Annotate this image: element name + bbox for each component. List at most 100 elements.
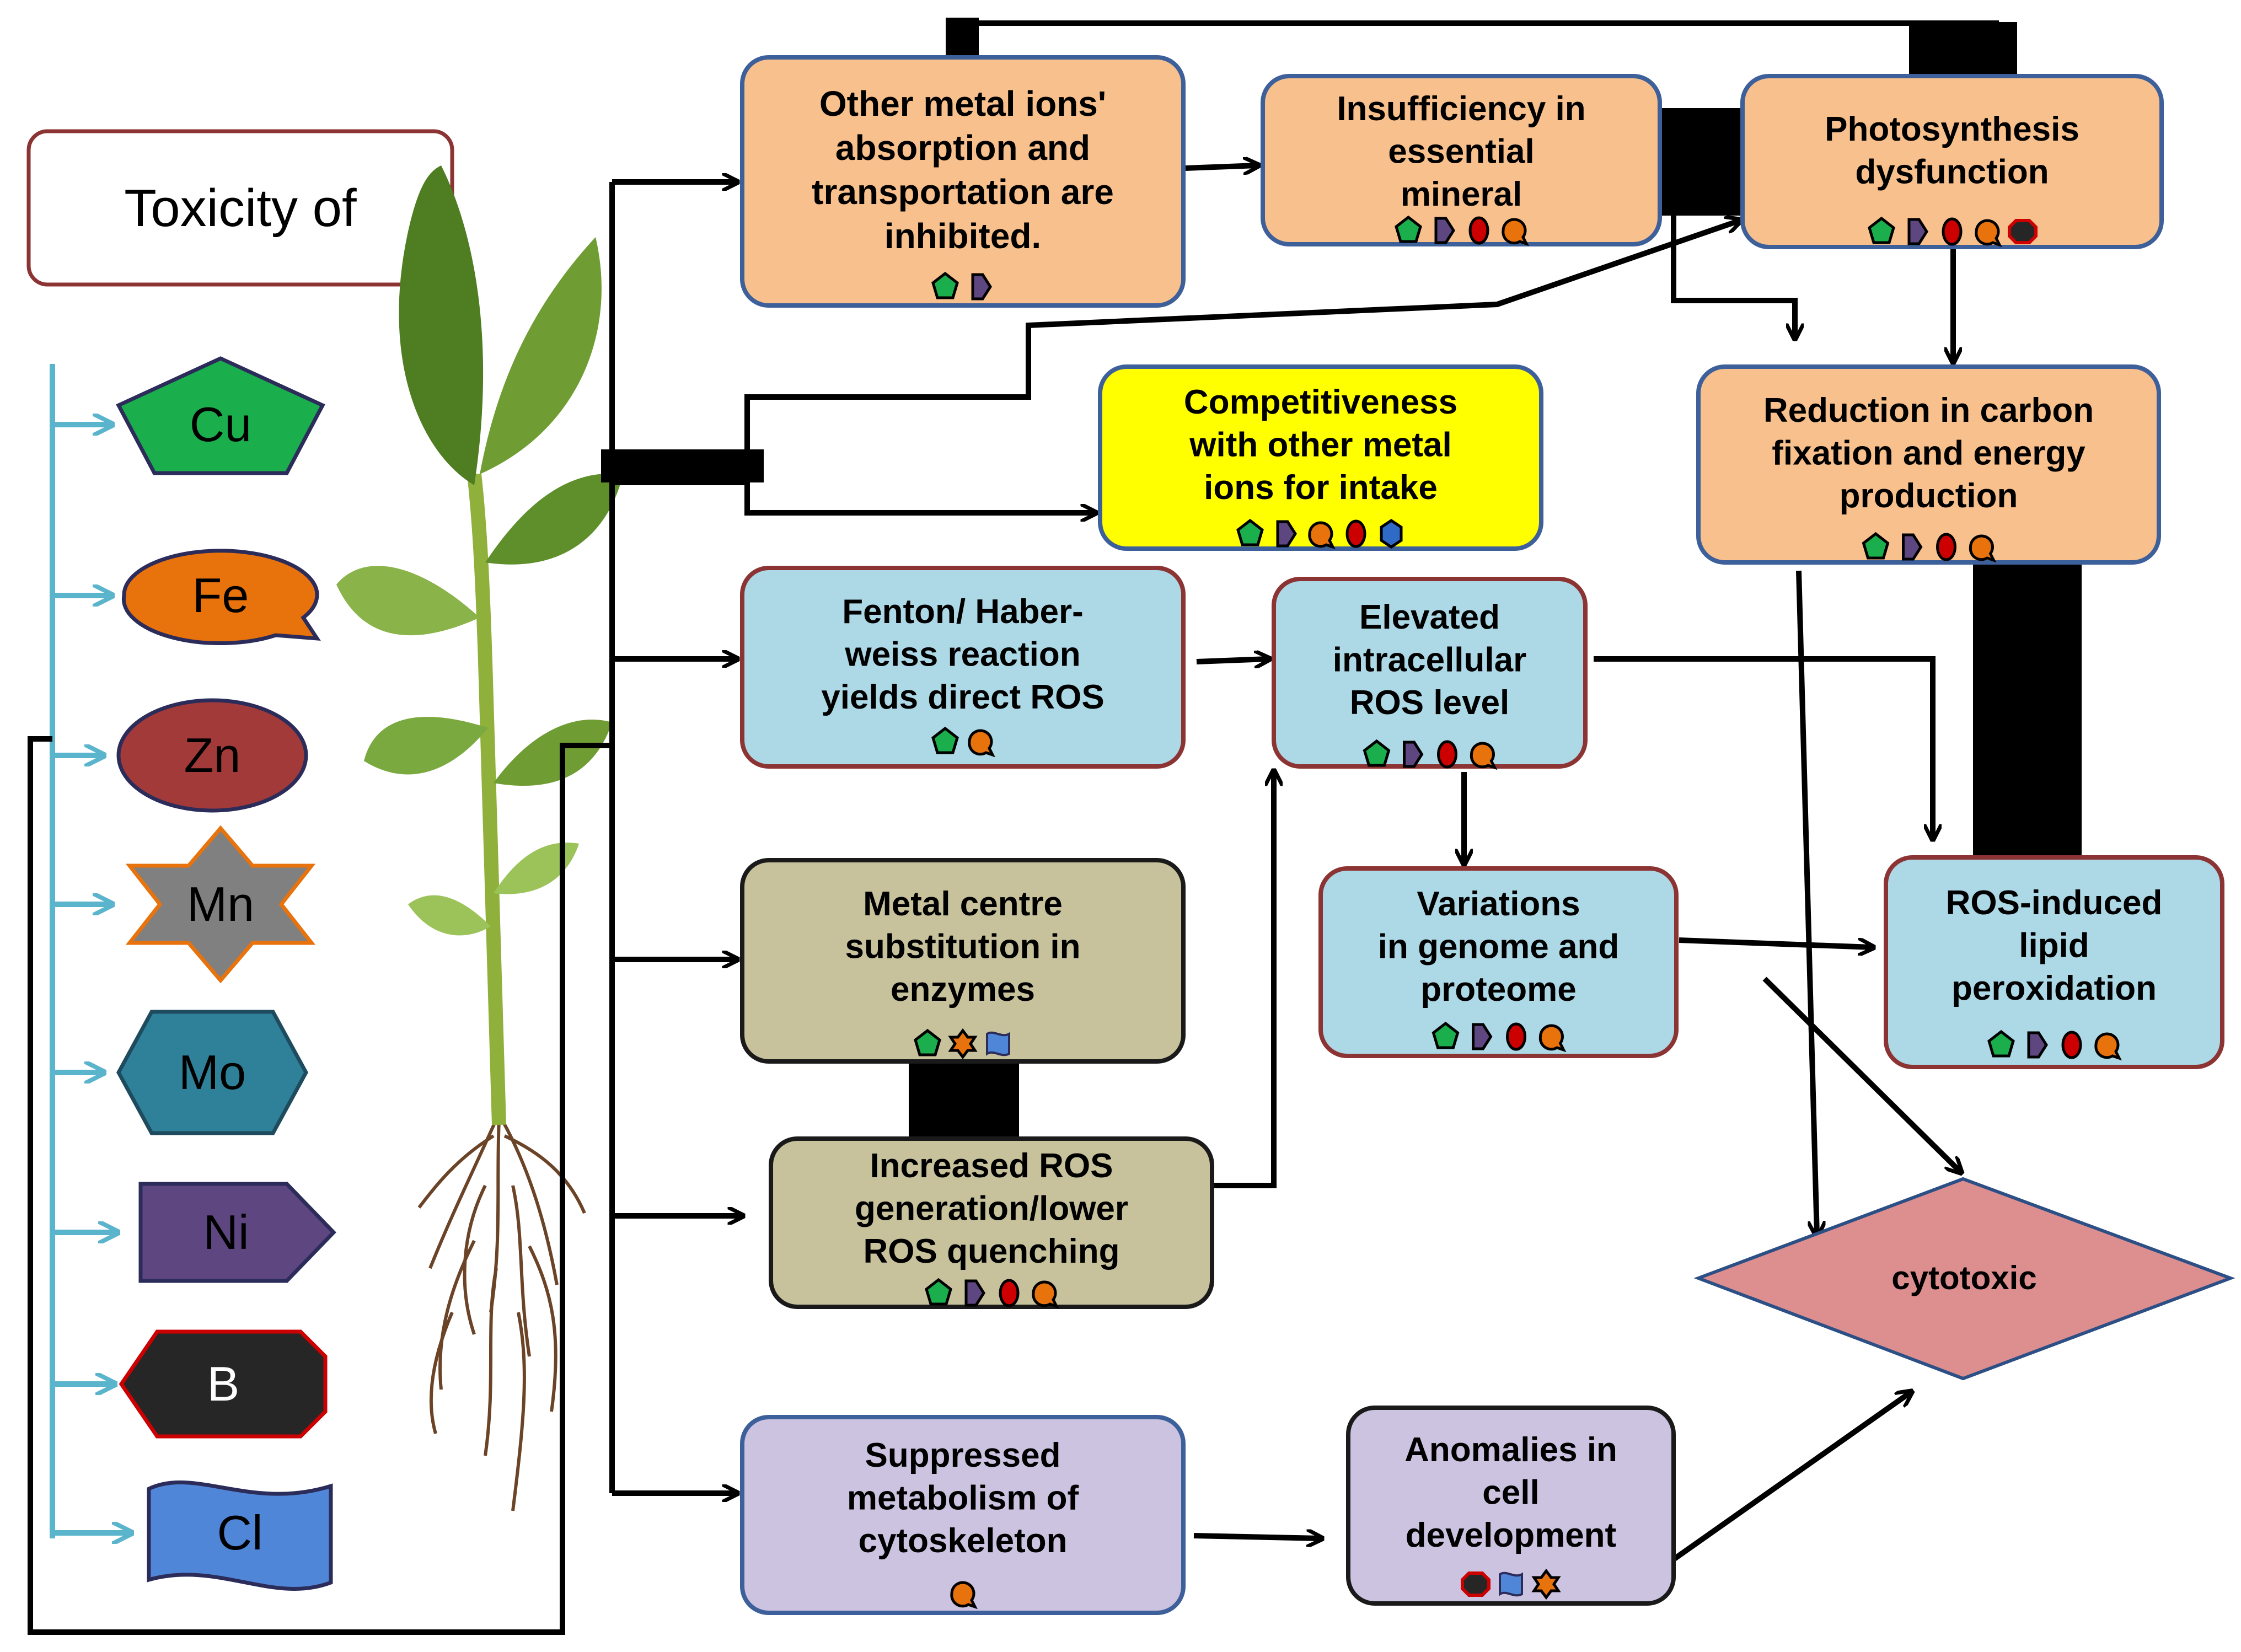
ni-badge-icon — [1472, 1023, 1493, 1050]
fe-badge-icon — [1308, 521, 1336, 550]
cu-badge-icon — [925, 1278, 952, 1306]
fe-badge-icon — [1538, 1024, 1567, 1053]
box-text-line: cytoskeleton — [858, 1522, 1067, 1560]
leaf-shape — [494, 719, 612, 786]
cu-badge-icon — [1432, 1021, 1460, 1049]
box-text-line: Anomalies in — [1404, 1431, 1617, 1469]
cu-badge-icon — [1363, 739, 1391, 767]
zn-badge-icon — [1345, 519, 1366, 548]
cu-badge-icon — [1862, 532, 1890, 560]
outcome-label: cytotoxic — [1891, 1259, 2036, 1296]
flow-arrow — [744, 221, 1740, 482]
box-text-line: yields direct ROS — [821, 678, 1104, 716]
ni-badge-icon — [1276, 520, 1297, 548]
mn-badge-icon — [1531, 1568, 1561, 1600]
box-text-line: ROS level — [1350, 684, 1509, 722]
zn-badge-icon — [1942, 217, 1963, 246]
box-text-line: production — [1840, 477, 2018, 515]
zn-badge-icon — [1468, 216, 1489, 245]
box-text-line: inhibited. — [884, 216, 1041, 256]
zn-badge-icon — [999, 1279, 1020, 1307]
b-badge-icon — [2008, 219, 2038, 244]
flow-arrow — [1679, 937, 1872, 947]
pentagon-arrow-icon — [138, 1182, 336, 1283]
box-text-line: in genome and — [1378, 928, 1619, 966]
box-text-line: absorption and — [835, 128, 1090, 168]
flow-arrow — [1672, 1392, 1911, 1562]
element-symbol-label: Mo — [179, 1045, 246, 1099]
element-symbol-label: Zn — [184, 728, 241, 782]
box-text-line: generation/lower — [855, 1190, 1128, 1228]
box-text-line: proteome — [1420, 970, 1576, 1009]
ni-badge-icon — [1902, 533, 1923, 561]
box-text-line: ions for intake — [1204, 469, 1438, 507]
box-background — [740, 566, 1186, 769]
ni-badge-icon — [1403, 741, 1424, 768]
box-background — [1272, 577, 1588, 769]
box-background — [1318, 866, 1679, 1058]
ni-badge-icon — [964, 1279, 985, 1307]
b-badge-icon — [1461, 1571, 1491, 1597]
box-text-line: substitution in — [845, 928, 1080, 966]
flow-arrow — [1196, 659, 1268, 662]
anomalies-box: Anomalies in cell development — [1346, 1406, 1676, 1606]
fe-badge-icon — [1502, 218, 1529, 246]
mn-badge-icon — [948, 1028, 978, 1060]
toxicity-title-label: Toxicity of — [124, 179, 357, 238]
leaf-shape — [399, 165, 484, 485]
box-text-line: Variations — [1417, 885, 1580, 923]
outcome-diamond — [1693, 1177, 2235, 1381]
cytotoxic-outcome: cytotoxic — [1693, 1177, 2235, 1381]
box-text-line: peroxidation — [1952, 969, 2157, 1007]
fe-badge-icon — [1470, 742, 1498, 770]
box-text-line: Suppressed — [865, 1436, 1061, 1474]
ellipse-icon — [116, 698, 308, 813]
box-text-line: weiss reaction — [844, 636, 1080, 674]
box-background — [1740, 74, 2164, 249]
box-text-line: Metal centre — [863, 885, 1063, 923]
box-text-line: development — [1406, 1516, 1616, 1554]
box-text-line: mineral — [1401, 175, 1522, 213]
zn-badge-icon — [1437, 740, 1457, 769]
box-text-line: intracellular — [1333, 641, 1526, 679]
ni-badge-icon — [2027, 1031, 2048, 1059]
leaf-shape — [364, 717, 488, 775]
zn-badge-icon — [1936, 533, 1956, 561]
element-symbol-label: Ni — [203, 1205, 249, 1259]
box-background — [1346, 1406, 1676, 1606]
fe-badge-icon — [1032, 1280, 1059, 1309]
box-text-line: ROS quenching — [864, 1232, 1120, 1270]
cl-badge-icon — [986, 1031, 1010, 1056]
zn-badge-icon — [2061, 1031, 2082, 1059]
cu-badge-icon — [1236, 518, 1264, 546]
element-symbol-label: Cu — [190, 397, 252, 452]
leaf-shape — [480, 237, 602, 474]
six-point-star-icon — [125, 825, 316, 984]
fe-badge-icon — [968, 729, 995, 758]
cu-badge-icon — [931, 726, 959, 754]
leaf-shape — [336, 566, 480, 636]
zn-badge-icon — [1506, 1022, 1526, 1051]
box-text-line: cell — [1482, 1474, 1539, 1512]
box-background — [1261, 74, 1662, 246]
element-symbol-label: B — [207, 1356, 240, 1411]
flow-arrow — [1213, 772, 1274, 1188]
octagon-icon — [119, 1329, 328, 1439]
cu-badge-icon — [1868, 216, 1895, 244]
flow-arrow — [1185, 165, 1257, 168]
ni-badge-icon — [971, 273, 992, 301]
box-text-line: ROS-induced — [1946, 884, 2163, 922]
box-text-line: Other metal ions' — [819, 84, 1106, 124]
wave-banner-icon — [147, 1480, 333, 1591]
leaf-shape — [408, 895, 491, 936]
box-text-line: Insufficiency in — [1337, 90, 1585, 128]
box-text-line: Competitiveness — [1184, 383, 1457, 421]
